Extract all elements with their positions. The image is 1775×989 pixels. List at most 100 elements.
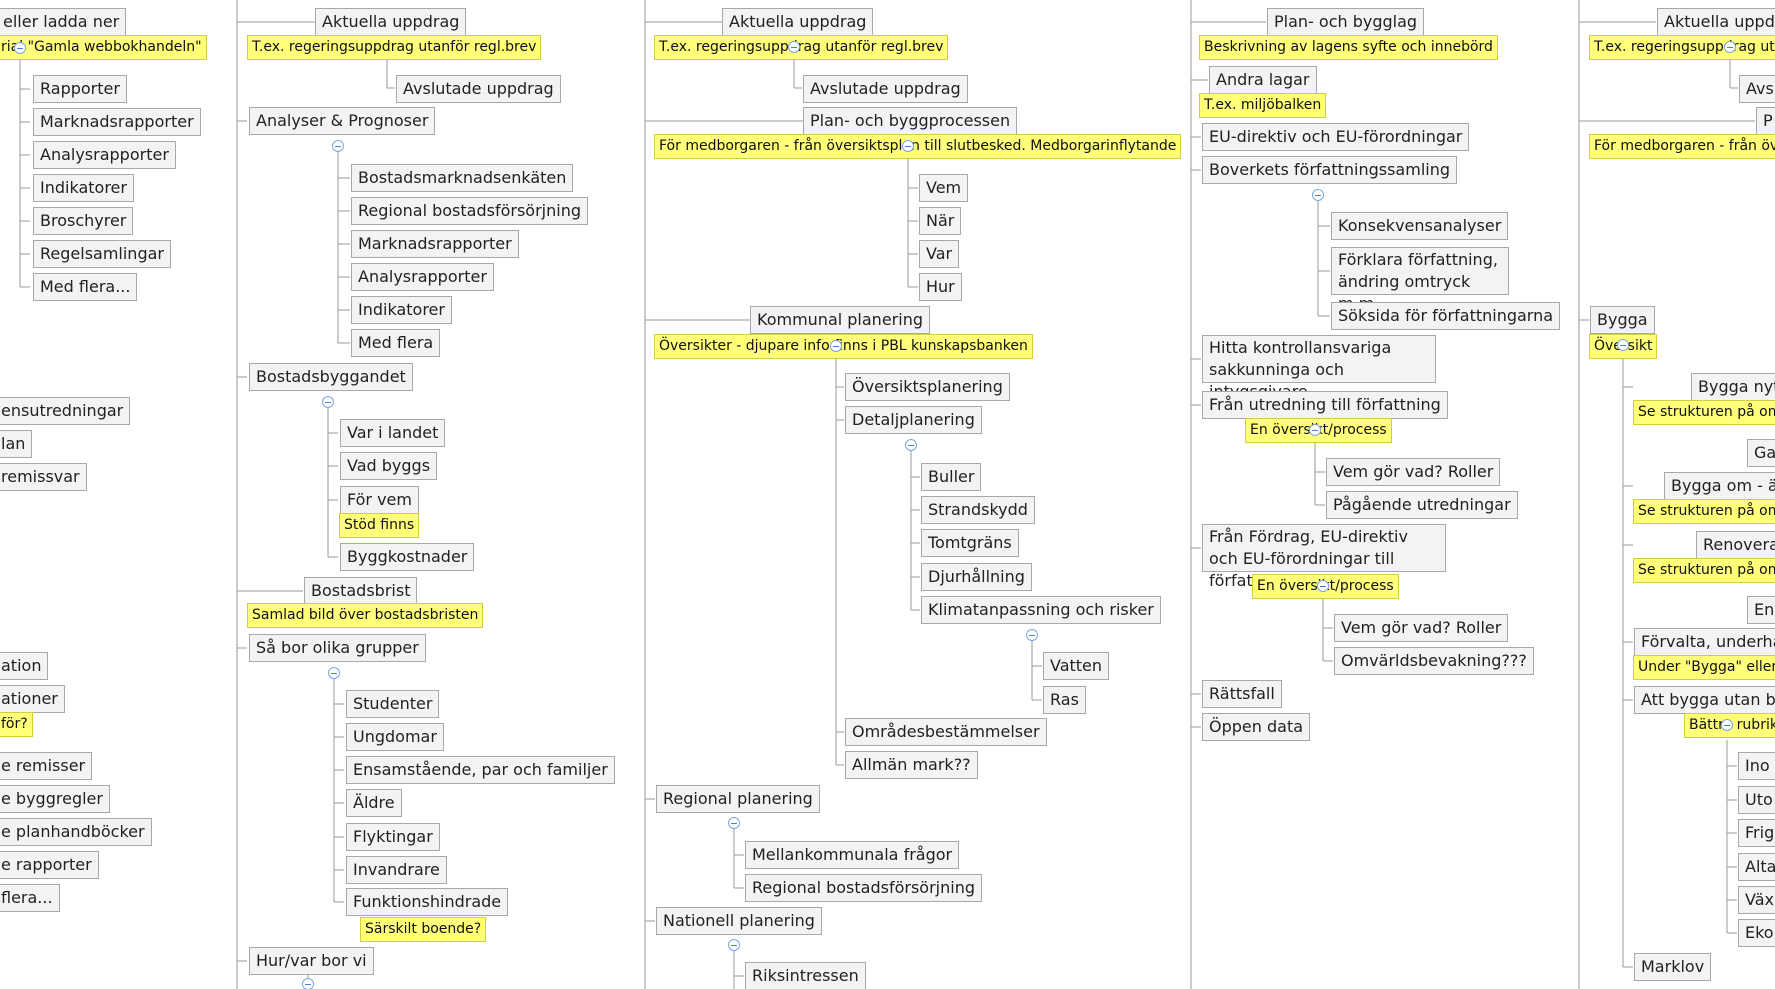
- node-ga[interactable]: Ga: [1747, 439, 1775, 467]
- node-ras[interactable]: Ras: [1043, 686, 1086, 714]
- node-omradesbestammelser[interactable]: Områdesbestämmelser: [845, 718, 1047, 746]
- node-vad-byggs[interactable]: Vad byggs: [340, 452, 438, 480]
- node-bygga-nytt[interactable]: Bygga nyt: [1691, 373, 1775, 401]
- node-rattsfall[interactable]: Rättsfall: [1202, 680, 1282, 708]
- node-oversiktsplanering[interactable]: Översiktsplanering: [845, 373, 1010, 401]
- node-mellankommunala-fragor[interactable]: Mellankommunala frågor: [745, 841, 960, 869]
- node-p[interactable]: P: [1756, 107, 1775, 135]
- collapse-icon[interactable]: [1312, 189, 1324, 201]
- node-med-flera-2[interactable]: Med flera: [351, 329, 441, 357]
- node-boverkets-forfattningssamling[interactable]: Boverkets författningssamling: [1202, 156, 1458, 184]
- node-frig[interactable]: Frig: [1738, 819, 1775, 847]
- node-regional-bostadsforsorjning-1[interactable]: Regional bostadsförsörjning: [351, 197, 588, 225]
- collapse-icon[interactable]: [302, 978, 314, 989]
- node-aktuella-uppdrag-3[interactable]: Aktuella uppdr: [1657, 8, 1775, 36]
- node-riksintressen[interactable]: Riksintressen: [745, 962, 866, 989]
- node-vax[interactable]: Väx: [1738, 886, 1775, 914]
- node-aktuella-uppdrag-2[interactable]: Aktuella uppdrag: [722, 8, 874, 36]
- node-indikatorer[interactable]: Indikatorer: [33, 174, 134, 202]
- node-oppen-data[interactable]: Öppen data: [1202, 713, 1311, 741]
- node-invandrare[interactable]: Invandrare: [346, 856, 447, 884]
- node-pagaende-utredningar[interactable]: Pågående utredningar: [1326, 491, 1518, 519]
- node-byggkostnader[interactable]: Byggkostnader: [340, 543, 475, 571]
- collapse-icon[interactable]: [332, 140, 344, 152]
- node-funktionshindrade[interactable]: Funktionshindrade: [346, 888, 509, 916]
- node-byggregler[interactable]: e byggregler: [0, 785, 110, 813]
- node-ino[interactable]: Ino: [1738, 752, 1775, 780]
- node-allman-mark[interactable]: Allmän mark??: [845, 751, 978, 779]
- node-regional-bostadsforsorjning-2[interactable]: Regional bostadsförsörjning: [745, 874, 982, 902]
- collapse-icon[interactable]: [1617, 339, 1629, 351]
- node-var[interactable]: Var: [919, 240, 960, 268]
- node-ladda-ner[interactable]: eller ladda ner: [0, 8, 127, 36]
- node-analyser-prognoser[interactable]: Analyser & Prognoser: [249, 107, 436, 135]
- node-renovera[interactable]: Renovera: [1696, 531, 1775, 559]
- node-att-bygga-utan[interactable]: Att bygga utan by: [1634, 686, 1775, 714]
- node-analysrapporter[interactable]: Analysrapporter: [33, 141, 176, 169]
- node-hur-var-bor-vi[interactable]: Hur/var bor vi: [249, 947, 374, 975]
- node-remissvar[interactable]: remissvar: [0, 463, 87, 491]
- node-eko[interactable]: Eko: [1738, 919, 1775, 947]
- node-vatten[interactable]: Vatten: [1043, 652, 1110, 680]
- collapse-icon[interactable]: [728, 817, 740, 829]
- node-e-rapporter[interactable]: e rapporter: [0, 851, 99, 879]
- node-regelsamlingar[interactable]: Regelsamlingar: [33, 240, 171, 268]
- node-eu-direktiv[interactable]: EU-direktiv och EU-förordningar: [1202, 123, 1470, 151]
- node-nar[interactable]: När: [919, 207, 962, 235]
- node-djurhallning[interactable]: Djurhållning: [921, 563, 1032, 591]
- node-omvarldsbevakning[interactable]: Omvärldsbevakning???: [1334, 647, 1534, 675]
- node-aldre[interactable]: Äldre: [346, 789, 402, 817]
- collapse-icon[interactable]: [1724, 41, 1736, 53]
- node-flyktingar[interactable]: Flyktingar: [346, 823, 440, 851]
- node-avsl[interactable]: Avsl: [1739, 75, 1775, 103]
- node-marknadsrapporter-2[interactable]: Marknadsrapporter: [351, 230, 519, 258]
- node-regional-planering[interactable]: Regional planering: [656, 785, 820, 813]
- node-marklov[interactable]: Marklov: [1634, 953, 1712, 981]
- node-andra-lagar[interactable]: Andra lagar: [1209, 66, 1317, 94]
- node-fran-fordrag[interactable]: Från Fördrag, EU-direktiv och EU-förordn…: [1202, 524, 1446, 590]
- node-ationer[interactable]: ationer: [0, 685, 65, 713]
- node-bostadsbrist[interactable]: Bostadsbrist: [304, 577, 418, 605]
- collapse-icon[interactable]: [14, 42, 26, 54]
- collapse-icon[interactable]: [905, 439, 917, 451]
- node-planhandbocker[interactable]: e planhandböcker: [0, 818, 152, 846]
- node-rapporter[interactable]: Rapporter: [33, 75, 127, 103]
- node-bostadsmarknadsenkaten[interactable]: Bostadsmarknadsenkäten: [351, 164, 574, 192]
- node-strandskydd[interactable]: Strandskydd: [921, 496, 1035, 524]
- collapse-icon[interactable]: [902, 140, 914, 152]
- node-forvalta[interactable]: Förvalta, underhå: [1634, 628, 1775, 656]
- node-indikatorer-2[interactable]: Indikatorer: [351, 296, 452, 324]
- node-bygga-om[interactable]: Bygga om - än: [1664, 472, 1775, 500]
- node-hitta-kontrollansvariga[interactable]: Hitta kontrollansvariga sakkunninga och …: [1202, 335, 1436, 401]
- node-avslutade-uppdrag-2[interactable]: Avslutade uppdrag: [803, 75, 968, 103]
- node-sa-bor-olika-grupper[interactable]: Så bor olika grupper: [249, 634, 426, 662]
- node-aktuella-uppdrag-1[interactable]: Aktuella uppdrag: [315, 8, 467, 36]
- node-marknadsrapporter[interactable]: Marknadsrapporter: [33, 108, 201, 136]
- node-konsekvensanalyser[interactable]: Konsekvensanalyser: [1331, 212, 1509, 240]
- node-med-flera[interactable]: Med flera...: [33, 273, 138, 301]
- node-studenter[interactable]: Studenter: [346, 690, 440, 718]
- node-ensamstaende[interactable]: Ensamstående, par och familjer: [346, 756, 615, 784]
- node-tomtgrans[interactable]: Tomtgräns: [921, 529, 1019, 557]
- node-analysrapporter-2[interactable]: Analysrapporter: [351, 263, 494, 291]
- node-hur[interactable]: Hur: [919, 273, 962, 301]
- node-klimatanpassning[interactable]: Klimatanpassning och risker: [921, 596, 1161, 624]
- collapse-icon[interactable]: [830, 340, 842, 352]
- node-ensutredningar[interactable]: ensutredningar: [0, 397, 131, 425]
- collapse-icon[interactable]: [1317, 580, 1329, 592]
- node-soksida[interactable]: Söksida för författningarna: [1331, 302, 1561, 330]
- node-en[interactable]: En: [1747, 596, 1775, 624]
- collapse-icon[interactable]: [1721, 719, 1733, 731]
- node-bygga[interactable]: Bygga: [1590, 306, 1655, 334]
- node-vem-gor-vad-1[interactable]: Vem gör vad? Roller: [1326, 458, 1501, 486]
- node-nationell-planering[interactable]: Nationell planering: [656, 907, 822, 935]
- node-vem-gor-vad-2[interactable]: Vem gör vad? Roller: [1334, 614, 1509, 642]
- node-ation[interactable]: ation: [0, 652, 49, 680]
- collapse-icon[interactable]: [322, 396, 334, 408]
- node-ungdomar[interactable]: Ungdomar: [346, 723, 444, 751]
- node-uto[interactable]: Uto: [1738, 786, 1775, 814]
- collapse-icon[interactable]: [728, 939, 740, 951]
- node-avslutade-uppdrag-1[interactable]: Avslutade uppdrag: [396, 75, 561, 103]
- node-bostadsbyggandet[interactable]: Bostadsbyggandet: [249, 363, 413, 391]
- node-detaljplanering[interactable]: Detaljplanering: [845, 406, 982, 434]
